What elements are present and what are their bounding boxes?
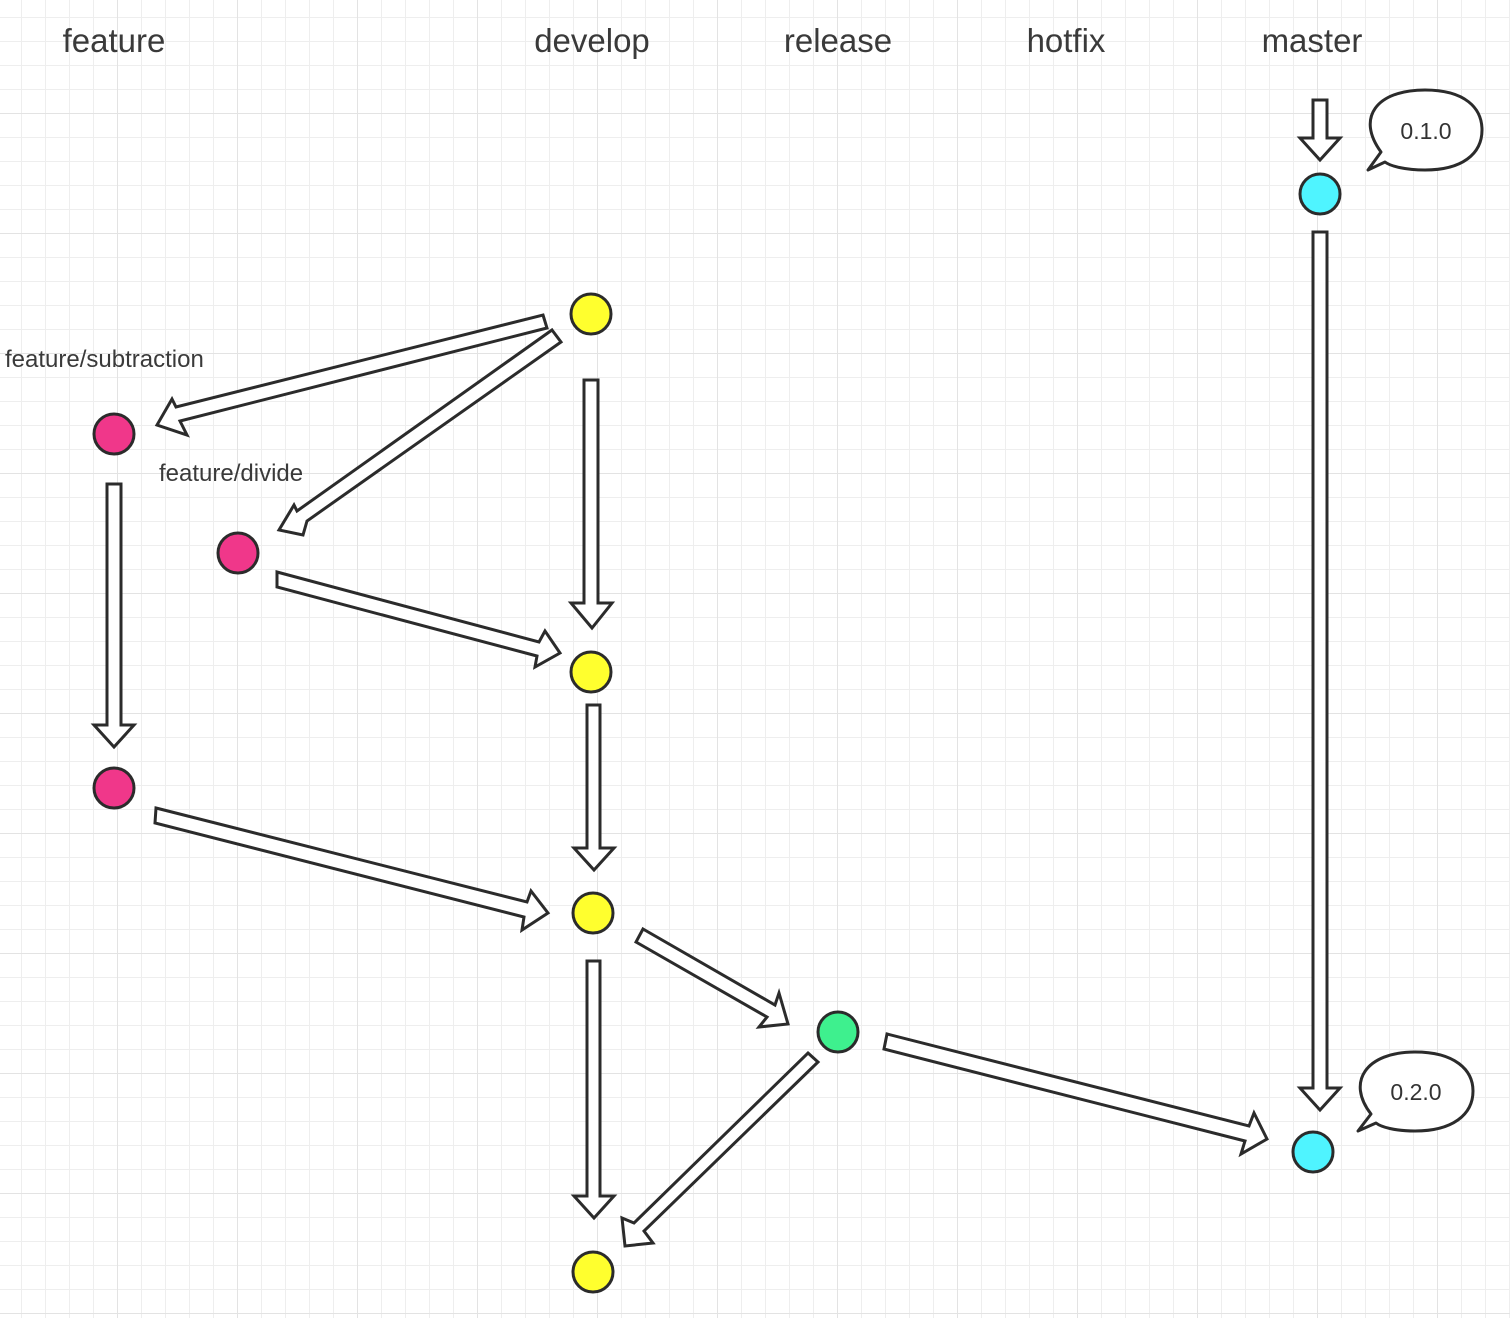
master-entry-arrow (1296, 98, 1344, 163)
develop-down-arrow-3 (570, 959, 618, 1221)
feature-divide-commit (216, 531, 260, 575)
divide-to-develop-arrow (275, 570, 563, 670)
feature-subtraction-commit-1 (92, 412, 136, 456)
tag-bubble-shape (1356, 1050, 1475, 1133)
lane-label-feature: feature (63, 22, 166, 59)
develop-commit-4 (571, 1250, 615, 1294)
subtraction-down-arrow (90, 482, 138, 750)
release-commit (816, 1010, 860, 1054)
tag-bubble-0-2-0: 0.2.0 (1356, 1050, 1475, 1133)
tag-bubble-shape (1366, 88, 1484, 172)
lane-label-release: release (784, 22, 892, 59)
master-commit-0-1-0 (1298, 172, 1342, 216)
lane-label-master: master (1262, 22, 1363, 59)
develop-commit-3 (571, 891, 615, 935)
tag-label-0-2-0: 0.2.0 (1390, 1079, 1441, 1105)
branch-label-feature-divide: feature/divide (159, 460, 303, 487)
arrows (90, 98, 1344, 1248)
develop-to-release-arrow (633, 926, 790, 1029)
lane-label-develop: develop (534, 22, 650, 59)
lane-label-hotfix: hotfix (1027, 22, 1106, 59)
feature-subtraction-commit-2 (92, 766, 136, 810)
develop-to-subtraction-arrow (154, 313, 549, 438)
develop-down-arrow-1 (567, 378, 616, 631)
branch-label-feature-subtraction: feature/subtraction (5, 346, 204, 373)
develop-to-divide-arrow (276, 327, 564, 537)
tag-bubble-0-1-0: 0.1.0 (1366, 88, 1484, 172)
commits (92, 172, 1342, 1294)
tag-label-0-1-0: 0.1.0 (1400, 118, 1451, 144)
release-to-develop-arrow (620, 1050, 821, 1248)
master-commit-0-2-0 (1291, 1130, 1335, 1174)
master-to-master-arrow (1296, 230, 1344, 1113)
develop-down-arrow-2 (570, 703, 618, 873)
develop-commit-1 (569, 292, 613, 336)
release-to-master-arrow (882, 1032, 1269, 1158)
develop-commit-2 (569, 650, 613, 694)
subtraction-to-develop-arrow (153, 806, 551, 934)
